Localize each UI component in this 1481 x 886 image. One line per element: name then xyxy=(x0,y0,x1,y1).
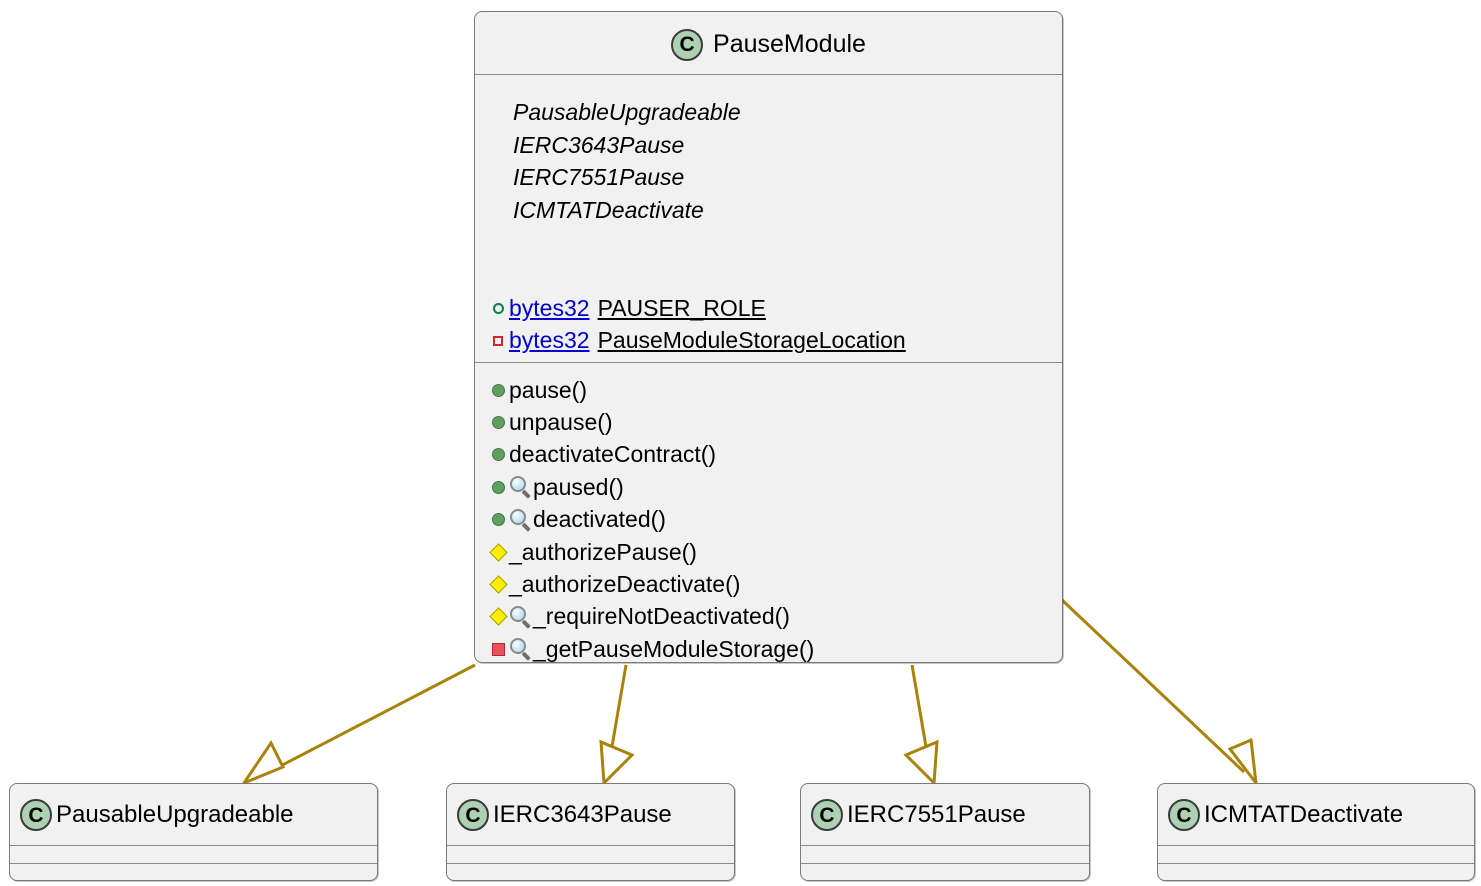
method-row[interactable]: paused() xyxy=(487,471,1052,503)
header-divider xyxy=(475,74,1062,75)
class-header: C ICMTATDeactivate xyxy=(1158,784,1474,846)
visibility-public-icon xyxy=(487,383,509,397)
class-title: IERC7551Pause xyxy=(847,801,1026,828)
class-title: IERC3643Pause xyxy=(493,801,672,828)
method-row[interactable]: pause() xyxy=(487,374,1052,406)
methods-divider xyxy=(447,863,734,864)
visibility-private-static-icon xyxy=(487,335,509,346)
method-name: paused() xyxy=(533,473,624,500)
arrow-head-icmtatdeactivate xyxy=(1227,737,1259,789)
method-row[interactable]: deactivated() xyxy=(487,504,1052,536)
method-row[interactable]: deactivateContract() xyxy=(487,439,1052,471)
visibility-protected-icon xyxy=(487,542,509,562)
class-box-pausableupgradeable[interactable]: C PausableUpgradeable xyxy=(9,783,378,881)
class-header: C IERC3643Pause xyxy=(447,784,734,846)
class-box-ierc3643pause[interactable]: C IERC3643Pause xyxy=(446,783,735,881)
methods-divider xyxy=(1158,863,1474,864)
method-row[interactable]: _authorizePause() xyxy=(487,536,1052,568)
attribute-name: PauseModuleStorageLocation xyxy=(597,327,906,354)
class-icon: C xyxy=(811,799,843,831)
interface-item: ICMTATDeactivate xyxy=(513,196,704,223)
visibility-public-icon xyxy=(487,448,509,462)
arrow-line-ierc3643pause xyxy=(606,664,628,771)
attributes-compartment: bytes32 PAUSER_ROLE bytes32 PauseModuleS… xyxy=(487,292,1052,357)
class-icon: C xyxy=(20,799,52,831)
visibility-protected-icon xyxy=(487,575,509,594)
visibility-private-icon xyxy=(487,642,509,656)
attribute-type[interactable]: bytes32 xyxy=(509,294,590,321)
magnifier-icon xyxy=(509,637,535,662)
arrow-line-ierc7551pause xyxy=(910,664,932,771)
attributes-divider xyxy=(801,845,1089,846)
arrow-head-pausableupgradeable xyxy=(239,740,286,787)
attribute-row[interactable]: bytes32 PauseModuleStorageLocation xyxy=(487,324,1052,356)
visibility-public-icon xyxy=(487,480,509,494)
attributes-divider xyxy=(10,845,377,846)
interface-item: IERC3643Pause xyxy=(513,131,685,158)
arrow-line-icmtatdeactivate xyxy=(1060,598,1246,774)
method-row[interactable]: unpause() xyxy=(487,406,1052,438)
class-title: PausableUpgradeable xyxy=(56,801,294,828)
implemented-interfaces-list: PausableUpgradeable IERC3643Pause IERC75… xyxy=(513,96,741,226)
class-icon: C xyxy=(671,28,704,61)
arrow-head-ierc3643pause xyxy=(599,739,635,787)
attributes-divider xyxy=(1158,845,1474,846)
method-name: _getPauseModuleStorage() xyxy=(533,635,815,662)
attributes-methods-divider xyxy=(475,362,1062,363)
method-name: deactivated() xyxy=(533,506,666,533)
magnifier-icon xyxy=(509,475,535,500)
class-title: PauseModule xyxy=(713,30,866,58)
attribute-type[interactable]: bytes32 xyxy=(509,327,590,354)
visibility-public-static-icon xyxy=(487,302,509,314)
class-box-pausemodule[interactable]: C PauseModule PausableUpgradeable IERC36… xyxy=(474,11,1063,663)
arrow-line-pausableupgradeable xyxy=(266,663,476,775)
interface-item: PausableUpgradeable xyxy=(513,99,741,125)
method-name: _authorizePause() xyxy=(509,538,697,565)
magnifier-icon xyxy=(509,605,535,629)
interface-item: IERC7551Pause xyxy=(513,164,685,190)
visibility-public-icon xyxy=(487,416,509,430)
class-header: C PauseModule xyxy=(475,12,1062,75)
class-title: ICMTATDeactivate xyxy=(1204,801,1404,828)
visibility-public-icon xyxy=(487,513,509,527)
method-name: unpause() xyxy=(509,409,613,436)
class-header: C IERC7551Pause xyxy=(801,784,1089,846)
magnifier-icon xyxy=(509,508,535,532)
attributes-divider xyxy=(447,845,734,846)
class-box-icmtatdeactivate[interactable]: C ICMTATDeactivate xyxy=(1157,783,1475,881)
method-name: _authorizeDeactivate() xyxy=(509,571,741,598)
class-icon: C xyxy=(457,799,489,831)
class-icon: C xyxy=(1168,799,1200,831)
visibility-protected-icon xyxy=(487,607,509,627)
class-box-ierc7551pause[interactable]: C IERC7551Pause xyxy=(800,783,1090,881)
methods-divider xyxy=(801,863,1089,864)
attribute-row[interactable]: bytes32 PAUSER_ROLE xyxy=(487,292,1052,324)
methods-compartment: pause() unpause() deactivateContract() p… xyxy=(487,374,1052,666)
arrow-head-ierc7551pause xyxy=(903,739,939,787)
method-row[interactable]: _requireNotDeactivated() xyxy=(487,601,1052,633)
method-row[interactable]: _authorizeDeactivate() xyxy=(487,568,1052,600)
method-name: deactivateContract() xyxy=(509,441,717,468)
method-name: pause() xyxy=(509,376,587,403)
methods-divider xyxy=(10,863,377,864)
attribute-name: PAUSER_ROLE xyxy=(597,294,766,321)
class-header: C PausableUpgradeable xyxy=(10,784,377,846)
method-name: _requireNotDeactivated() xyxy=(533,603,790,630)
method-row[interactable]: _getPauseModuleStorage() xyxy=(487,633,1052,665)
